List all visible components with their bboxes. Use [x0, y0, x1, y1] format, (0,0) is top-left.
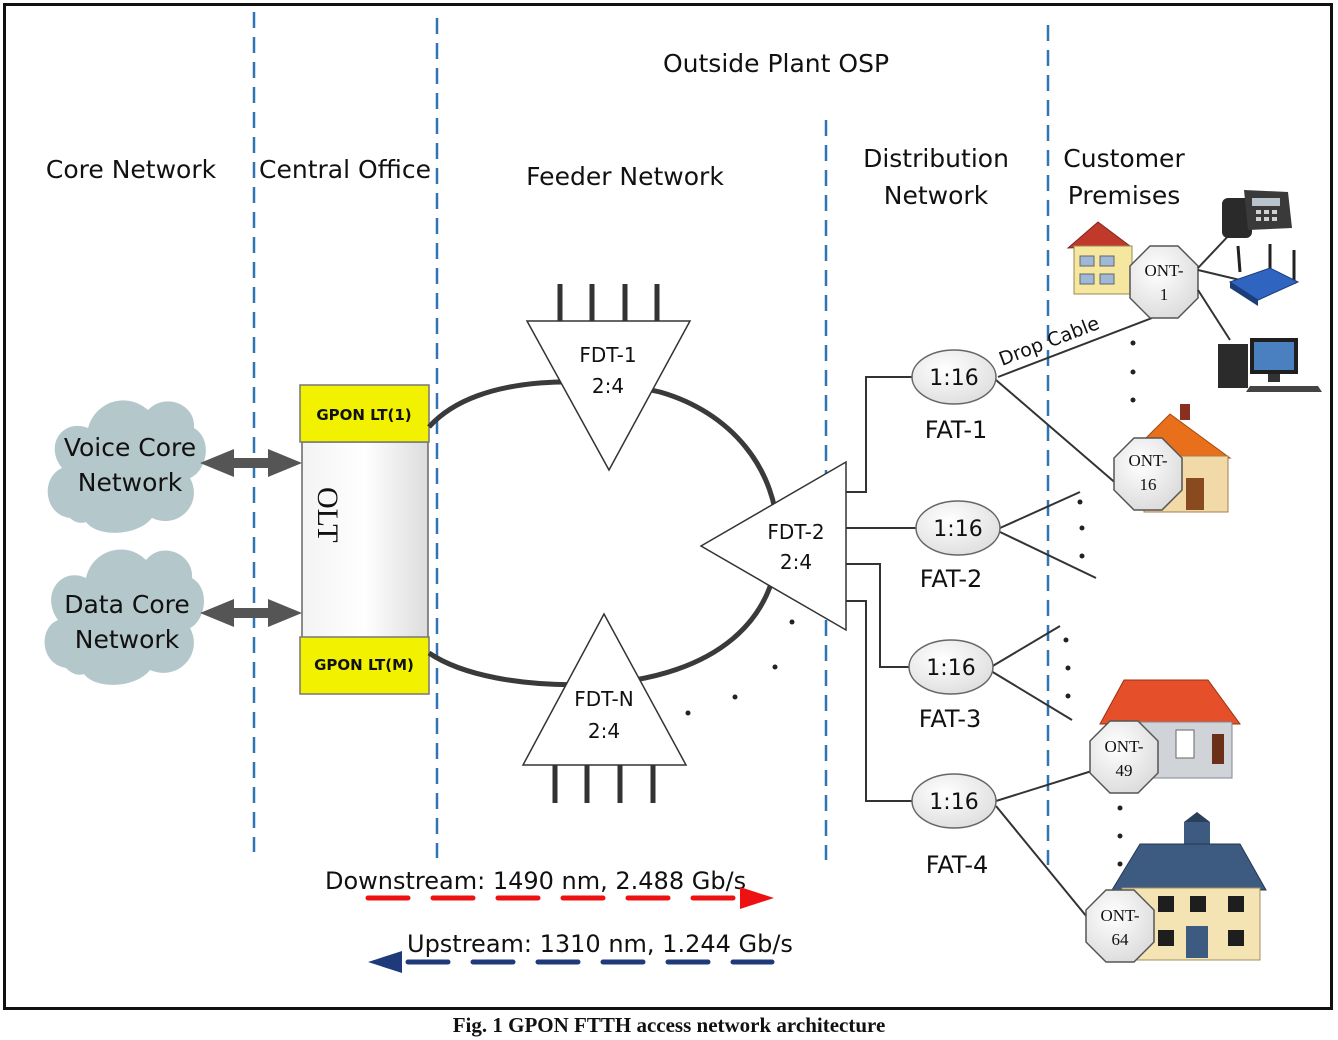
fat-4-name: FAT-4: [926, 851, 989, 879]
upstream-label: Upstream: 1310 nm, 1.244 Gb/s: [407, 930, 793, 958]
fdt-n-name: FDT-N: [574, 687, 633, 711]
feeder-ellipsis: [685, 619, 795, 716]
section-dividers: [252, 12, 1050, 865]
fdt-1-ratio: 2:4: [592, 374, 624, 398]
ont-16-line1: ONT-: [1128, 451, 1167, 470]
router-icon: [1228, 244, 1300, 306]
drop-cables: [990, 317, 1153, 929]
gpon-ltm-label: GPON LT(M): [314, 656, 414, 674]
ont-1-line1: ONT-: [1144, 261, 1183, 280]
gpon-lt1-card: [299, 384, 430, 443]
upstream-legend: Upstream: 1310 nm, 1.244 Gb/s: [368, 930, 793, 973]
fdt-1: FDT-1 2:4: [525, 284, 692, 472]
fdt-2-ratio: 2:4: [780, 550, 812, 574]
header-distribution-line2: Network: [884, 181, 989, 210]
fdt-n: FDT-N 2:4: [521, 612, 688, 803]
ont-49-line1: ONT-: [1104, 737, 1143, 756]
downstream-arrowhead: [740, 887, 774, 909]
gpon-ltm-card: [299, 636, 430, 695]
header-customer-line2: Premises: [1068, 181, 1180, 210]
ont-49: ONT- 49: [1089, 720, 1159, 794]
fat-3: 1:16 FAT-3: [908, 639, 994, 733]
computer-icon: [1218, 338, 1322, 392]
house-icon: [1066, 221, 1133, 295]
data-core-cloud: Data Core Network: [44, 549, 205, 685]
distribution-ellipsis: [1063, 340, 1136, 867]
ont-1: ONT- 1: [1129, 245, 1199, 319]
fdt-1-name: FDT-1: [579, 343, 636, 367]
house-icon: [1111, 812, 1267, 961]
data-core-label-line1: Data Core: [64, 590, 190, 619]
ont-1-line2: 1: [1160, 285, 1169, 304]
ont-64: ONT- 64: [1085, 889, 1155, 963]
olt-label: OLT: [311, 487, 344, 543]
ont-16: ONT- 16: [1113, 437, 1183, 511]
fat-1-name: FAT-1: [925, 416, 988, 444]
ont-16-line2: 16: [1140, 475, 1157, 494]
header-feeder-network: Feeder Network: [526, 162, 724, 191]
header-core-network: Core Network: [46, 155, 217, 184]
voice-core-double-arrow: [200, 449, 302, 477]
olt-unit: GPON LT(1) GPON LT(M) OLT: [299, 384, 430, 695]
gpon-lt1-label: GPON LT(1): [316, 406, 411, 424]
fat-1-ratio: 1:16: [929, 366, 978, 391]
fat-2: 1:16 FAT-2: [915, 500, 1001, 593]
fat-3-ratio: 1:16: [926, 656, 975, 681]
ont-49-line2: 49: [1116, 761, 1133, 780]
downstream-label: Downstream: 1490 nm, 2.488 Gb/s: [325, 867, 746, 895]
voice-core-label-line2: Network: [78, 468, 183, 497]
fat-1: 1:16 FAT-1: [911, 349, 997, 444]
data-core-double-arrow: [200, 599, 302, 627]
data-core-label-line2: Network: [75, 625, 180, 654]
fat-3-name: FAT-3: [919, 705, 982, 733]
fat-4: 1:16 FAT-4: [911, 773, 997, 879]
distribution-fibers: [846, 376, 917, 802]
diagram-frame: [3, 3, 1333, 1010]
ont-64-line2: 64: [1112, 930, 1130, 949]
fat-2-name: FAT-2: [920, 565, 983, 593]
header-outside-plant: Outside Plant OSP: [663, 49, 889, 78]
fat-4-ratio: 1:16: [929, 790, 978, 815]
phone-icon: [1222, 190, 1292, 238]
figure-caption: Fig. 1 GPON FTTH access network architec…: [452, 1013, 886, 1037]
header-customer-line1: Customer: [1063, 144, 1185, 173]
fdt-2: FDT-2 2:4: [699, 460, 847, 632]
fdt-2-name: FDT-2: [767, 520, 824, 544]
gpon-diagram: Outside Plant OSP Core Network Central O…: [44, 12, 1322, 973]
downstream-legend: Downstream: 1490 nm, 2.488 Gb/s: [325, 867, 774, 909]
fdt-n-ratio: 2:4: [588, 719, 620, 743]
upstream-arrowhead: [368, 951, 402, 973]
ont-64-line1: ONT-: [1100, 906, 1139, 925]
voice-core-cloud: Voice Core Network: [47, 400, 206, 533]
voice-core-label-line1: Voice Core: [64, 433, 196, 462]
fat-2-ratio: 1:16: [933, 517, 982, 542]
header-central-office: Central Office: [259, 155, 431, 184]
header-distribution-line1: Distribution: [863, 144, 1009, 173]
